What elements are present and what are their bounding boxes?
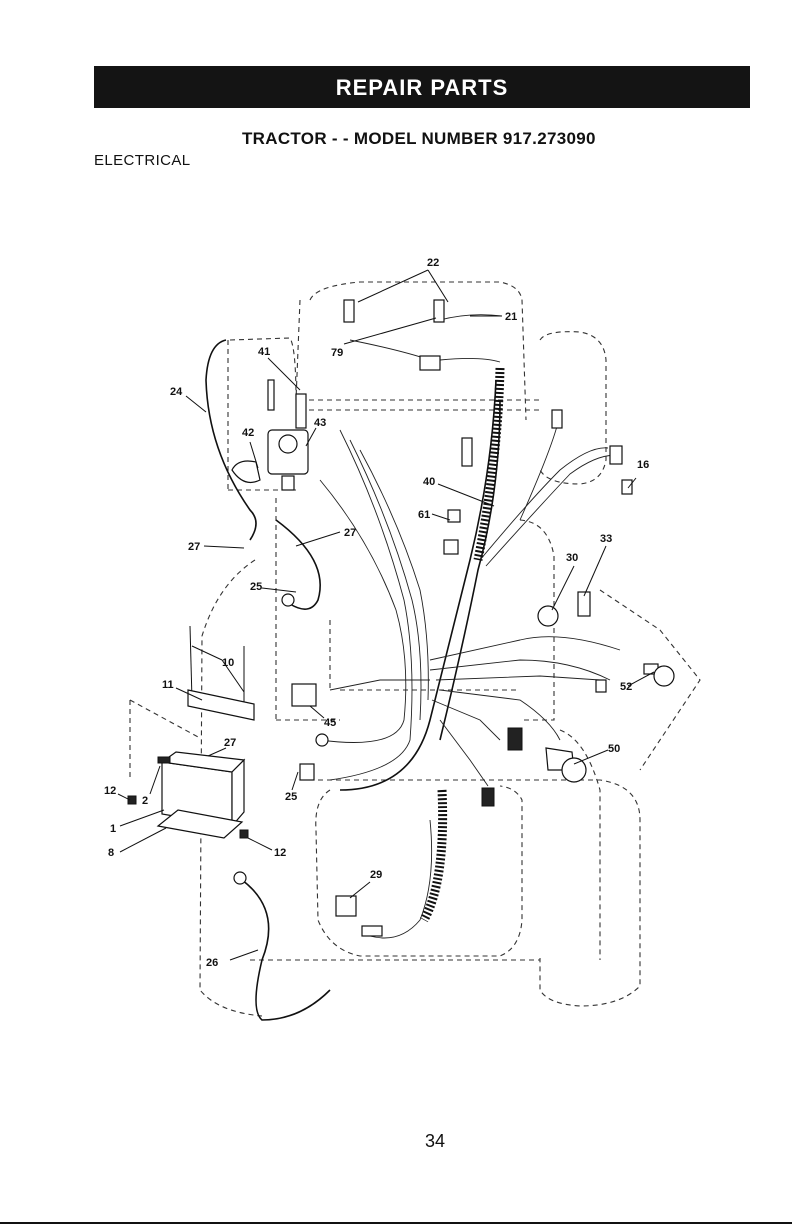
callout-61: 61 xyxy=(418,509,430,521)
callout-79: 79 xyxy=(331,347,343,359)
callout-27b: 27 xyxy=(344,527,356,539)
callout-12b: 12 xyxy=(274,847,286,859)
callout-12a: 12 xyxy=(104,785,116,797)
callout-11: 11 xyxy=(162,679,174,691)
callout-25b: 25 xyxy=(285,791,297,803)
callout-8: 8 xyxy=(108,847,114,859)
callout-33: 33 xyxy=(600,533,612,545)
callout-30: 30 xyxy=(566,552,578,564)
callout-45: 45 xyxy=(324,717,336,729)
callout-29: 29 xyxy=(370,869,382,881)
callout-26: 26 xyxy=(206,957,218,969)
callout-25a: 25 xyxy=(250,581,262,593)
tractor-outline xyxy=(130,282,700,1016)
callout-10: 10 xyxy=(222,657,234,669)
wiring-harness xyxy=(320,315,620,938)
callout-labels: 22 21 79 41 24 42 43 40 61 16 27 27 33 3… xyxy=(104,257,649,969)
callout-22: 22 xyxy=(427,257,439,269)
callout-41: 41 xyxy=(258,346,270,358)
callout-1: 1 xyxy=(110,823,116,835)
callout-2: 2 xyxy=(142,795,148,807)
page-number: 34 xyxy=(0,1131,792,1152)
callout-27c: 27 xyxy=(224,737,236,749)
callout-16: 16 xyxy=(637,459,649,471)
leader-lines xyxy=(118,270,654,960)
callout-21: 21 xyxy=(505,311,517,323)
callout-42: 42 xyxy=(242,427,254,439)
callout-50: 50 xyxy=(608,743,620,755)
callout-24: 24 xyxy=(170,386,183,398)
callout-52: 52 xyxy=(620,681,632,693)
callout-27a: 27 xyxy=(188,541,200,553)
callout-40: 40 xyxy=(423,476,435,488)
callout-43: 43 xyxy=(314,417,326,429)
